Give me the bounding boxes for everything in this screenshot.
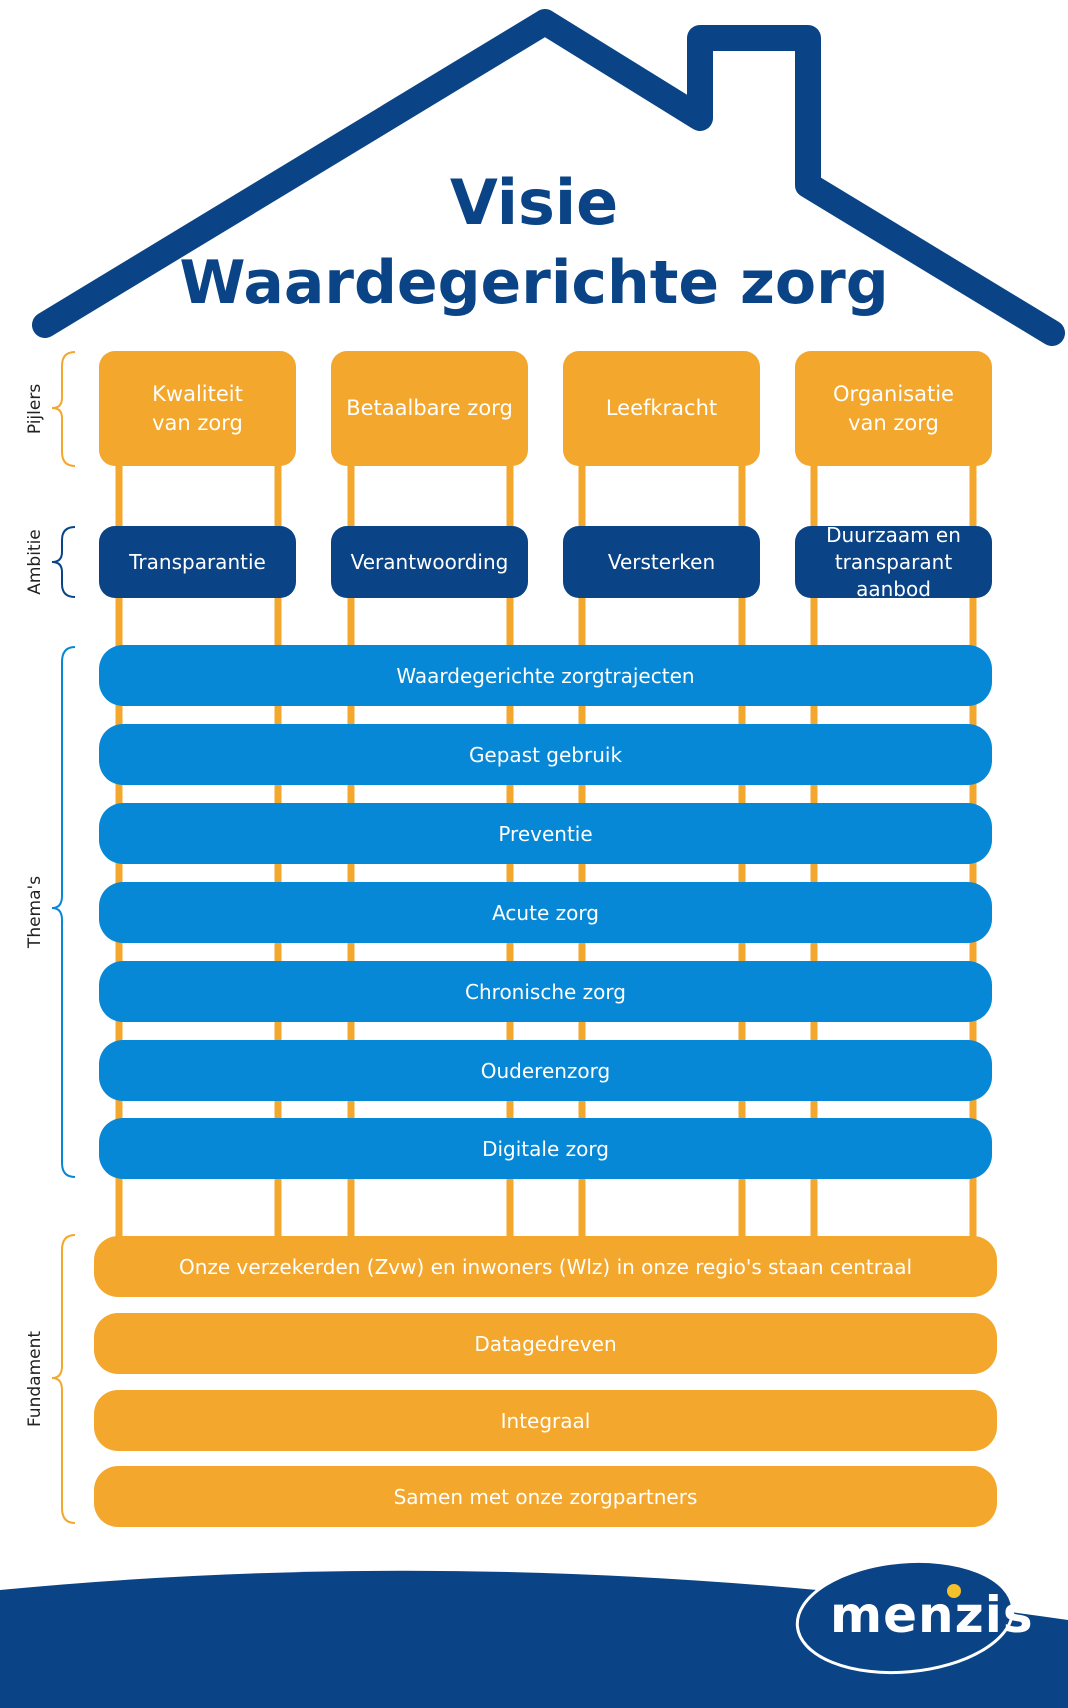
fundament-datagedreven: Datagedreven — [94, 1313, 997, 1374]
logo-dot — [947, 1584, 961, 1598]
ambitie-duurzaam-aanbod: Duurzaam en transparant aanbod — [795, 523, 992, 601]
brace-pijlers — [51, 351, 76, 467]
brace-themas — [51, 646, 76, 1178]
fundament-verzekerden-centraal: Onze verzekerden (Zvw) en inwoners (Wlz)… — [94, 1236, 997, 1297]
menzis-logo: menzis — [830, 1586, 1034, 1644]
thema-digitale-zorg: Digitale zorg — [99, 1118, 992, 1179]
thema-acute-zorg: Acute zorg — [99, 882, 992, 943]
brace-ambitie — [51, 526, 76, 598]
title-line-2: Waardegerichte zorg — [179, 248, 889, 318]
thema-ouderenzorg: Ouderenzorg — [99, 1040, 992, 1101]
thema-chronische-zorg: Chronische zorg — [99, 961, 992, 1022]
bottom-wave — [0, 1570, 1068, 1708]
roof-outline — [32, 9, 1065, 346]
pijler-betaalbare-zorg: Betaalbare zorg — [331, 351, 528, 466]
pijler-leefkracht: Leefkracht — [563, 351, 760, 466]
thema-waardegerichte-zorgtrajecten: Waardegerichte zorgtrajecten — [99, 645, 992, 706]
pijler-kwaliteit: Kwaliteit van zorg — [99, 351, 296, 466]
fundament-zorgpartners: Samen met onze zorgpartners — [94, 1466, 997, 1527]
pijler-organisatie: Organisatie van zorg — [795, 351, 992, 466]
ambitie-transparantie: Transparantie — [99, 526, 296, 598]
brace-fundament — [51, 1234, 76, 1524]
fundament-integraal: Integraal — [94, 1390, 997, 1451]
title-line-1: Visie — [449, 166, 619, 239]
thema-gepast-gebruik: Gepast gebruik — [99, 724, 992, 785]
thema-preventie: Preventie — [99, 803, 992, 864]
ambitie-versterken: Versterken — [563, 526, 760, 598]
ambitie-verantwoording: Verantwoording — [331, 526, 528, 598]
